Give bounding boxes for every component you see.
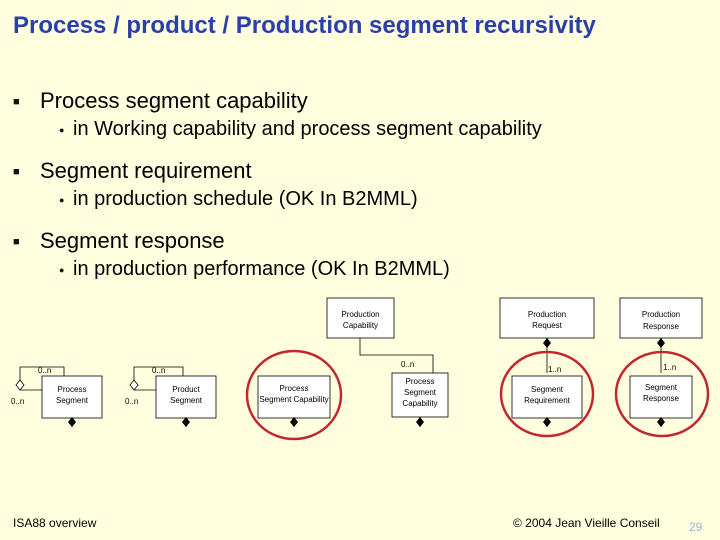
highlight-circle-requirement	[499, 350, 595, 438]
segment-response-line2: Response	[643, 394, 680, 403]
bullet-2: Segment requirement	[40, 158, 252, 183]
lpsc-line3: Capability	[402, 399, 437, 408]
requirement-multiplicity: 1..n	[548, 365, 561, 374]
psc-composition-icon	[290, 417, 298, 427]
response-diamond-icon	[657, 338, 665, 348]
segment-requirement-class: Segment Requirement	[511, 375, 583, 427]
footer-copyright: © 2004 Jean Vieille Conseil	[513, 516, 660, 530]
product-segment-diamond-icon	[129, 379, 139, 391]
process-segment-diamond-icon	[15, 379, 25, 391]
product-segment-side-multiplicity: 0..n	[125, 397, 138, 406]
sub-bullet-dot-icon: ●	[59, 125, 65, 135]
psc-line1: Process	[280, 384, 309, 393]
lpsc-line2: Segment	[404, 388, 437, 397]
segment-response-class: Segment Response	[629, 375, 693, 427]
process-segment-top-multiplicity: 0..n	[38, 366, 51, 375]
product-segment-line1: Product	[172, 385, 200, 394]
bullet-square-icon: ■	[13, 236, 20, 248]
process-segment-composition-icon	[68, 417, 76, 427]
sub-bullet-dot-icon: ●	[59, 265, 65, 275]
highlight-circle-capability	[245, 349, 343, 441]
capability-connector	[359, 338, 434, 373]
request-diamond-icon	[543, 338, 551, 348]
bullet-3: Segment response	[40, 228, 225, 253]
product-segment-class: Product Segment 0..n 0..n	[125, 366, 217, 427]
production-capability-line2: Capability	[343, 321, 378, 330]
response-multiplicity: 1..n	[663, 363, 676, 372]
bullet-square-icon: ■	[13, 96, 20, 108]
slide-title: Process / product / Production segment r…	[13, 12, 596, 39]
segment-response-line1: Segment	[645, 383, 678, 392]
segment-requirement-composition-icon	[543, 417, 551, 427]
product-segment-line2: Segment	[170, 396, 203, 405]
sub-bullet-2: in production schedule (OK In B2MML)	[73, 188, 418, 210]
process-segment-line2: Segment	[56, 396, 89, 405]
lpsc-composition-icon	[416, 417, 424, 427]
psc-line2: Segment Capability	[259, 395, 328, 404]
page-number: 29	[689, 520, 703, 534]
linked-process-segment-capability-class: Process Segment Capability	[391, 372, 449, 427]
production-response-box: Production Response	[619, 297, 703, 339]
product-segment-top-multiplicity: 0..n	[152, 366, 165, 375]
capability-multiplicity: 0..n	[401, 360, 414, 369]
production-response-line2: Response	[643, 322, 680, 331]
production-request-box: Production Request	[499, 297, 595, 339]
process-segment-class: Process Segment 0..n 0..n	[11, 366, 103, 427]
highlight-circle-response	[614, 350, 710, 438]
process-segment-line1: Process	[58, 385, 87, 394]
sub-bullet-3: in production performance (OK In B2MML)	[73, 258, 450, 280]
footer-left-text: ISA88 overview	[13, 516, 97, 530]
segment-requirement-line1: Segment	[531, 385, 564, 394]
production-response-line1: Production	[642, 310, 680, 319]
process-segment-side-multiplicity: 0..n	[11, 397, 24, 406]
production-request-line1: Production	[528, 310, 566, 319]
bullet-square-icon: ■	[13, 166, 20, 178]
sub-bullet-dot-icon: ●	[59, 195, 65, 205]
production-capability-box: Production Capability	[326, 297, 395, 339]
bullet-1: Process segment capability	[40, 88, 308, 113]
process-segment-capability-class: Process Segment Capability	[257, 375, 331, 427]
segment-response-composition-icon	[657, 417, 665, 427]
production-request-line2: Request	[532, 321, 563, 330]
sub-bullet-1: in Working capability and process segmen…	[73, 118, 542, 140]
segment-requirement-line2: Requirement	[524, 396, 571, 405]
product-segment-composition-icon	[182, 417, 190, 427]
production-capability-line1: Production	[341, 310, 379, 319]
lpsc-line1: Process	[406, 377, 435, 386]
